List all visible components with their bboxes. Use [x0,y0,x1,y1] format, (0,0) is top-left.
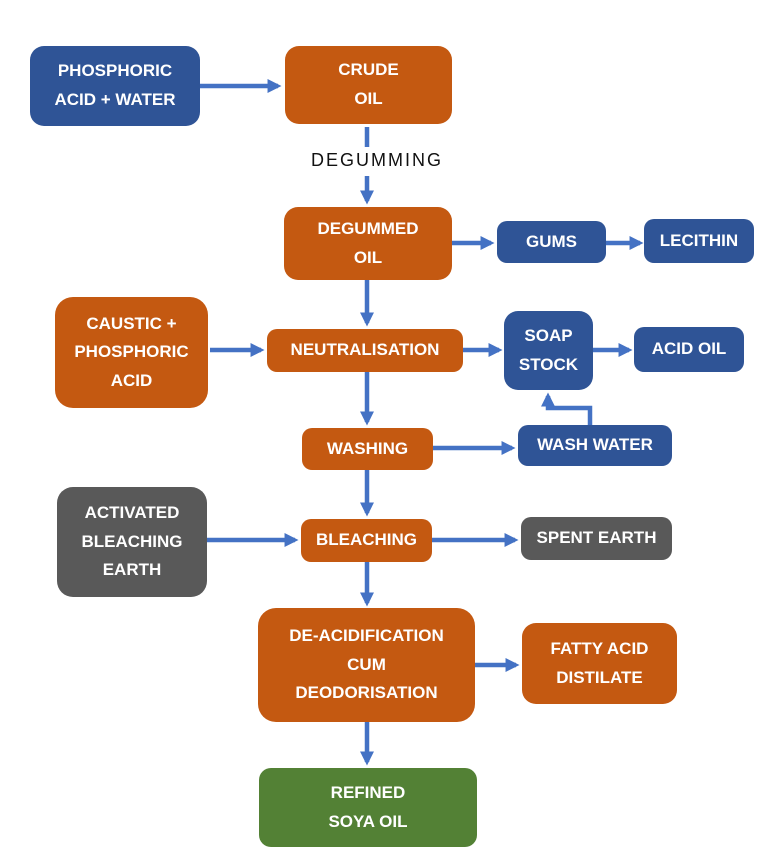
node-soap-stock: SOAP STOCK [504,311,593,390]
arrow-wash-water-to-soap-stock [541,392,593,425]
degumming-step-label: DEGUMMING [311,149,443,170]
node-crude-oil: CRUDE OIL [285,46,452,124]
node-acid-oil: ACID OIL [634,327,744,372]
node-activated-bleaching-earth: ACTIVATED BLEACHING EARTH [57,487,207,597]
node-gums: GUMS [497,221,606,263]
node-washing: WASHING [302,428,433,470]
node-phosphoric-acid-water: PHOSPHORIC ACID + WATER [30,46,200,126]
node-de-acidification: DE-ACIDIFICATION CUM DEODORISATION [258,608,475,722]
node-lecithin: LECITHIN [644,219,754,263]
node-caustic-phosphoric-acid: CAUSTIC + PHOSPHORIC ACID [55,297,208,408]
node-degummed-oil: DEGUMMED OIL [284,207,452,280]
node-neutralisation: NEUTRALISATION [267,329,463,372]
node-spent-earth: SPENT EARTH [521,517,672,560]
node-bleaching: BLEACHING [301,519,432,562]
node-refined-soya-oil: REFINED SOYA OIL [259,768,477,847]
node-fatty-acid-distilate: FATTY ACID DISTILATE [522,623,677,704]
node-wash-water: WASH WATER [518,425,672,466]
